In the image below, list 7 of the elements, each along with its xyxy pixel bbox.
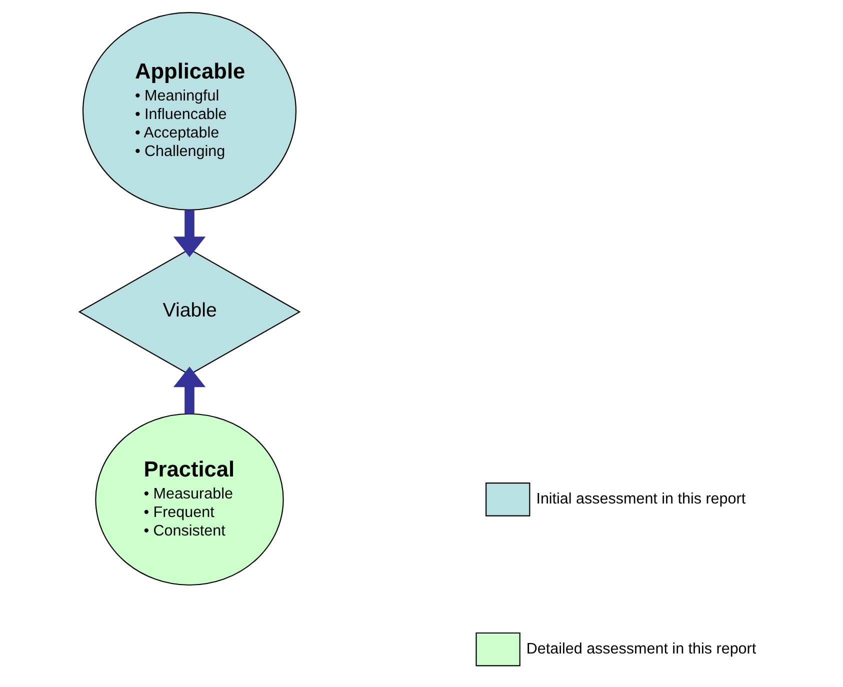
legend-label: Detailed assessment in this report: [526, 640, 756, 658]
node-circle: Practical • Measurable • Frequent • Consistent: [94, 413, 284, 586]
legend-label: Initial assessment in this report: [536, 490, 746, 508]
arrow: [172, 366, 206, 414]
node-circle: Applicable • Meaningful • Influencable • Acceptable • Challenging: [82, 12, 296, 210]
node-diamond: Viable: [78, 248, 300, 376]
arrow: [172, 210, 206, 258]
